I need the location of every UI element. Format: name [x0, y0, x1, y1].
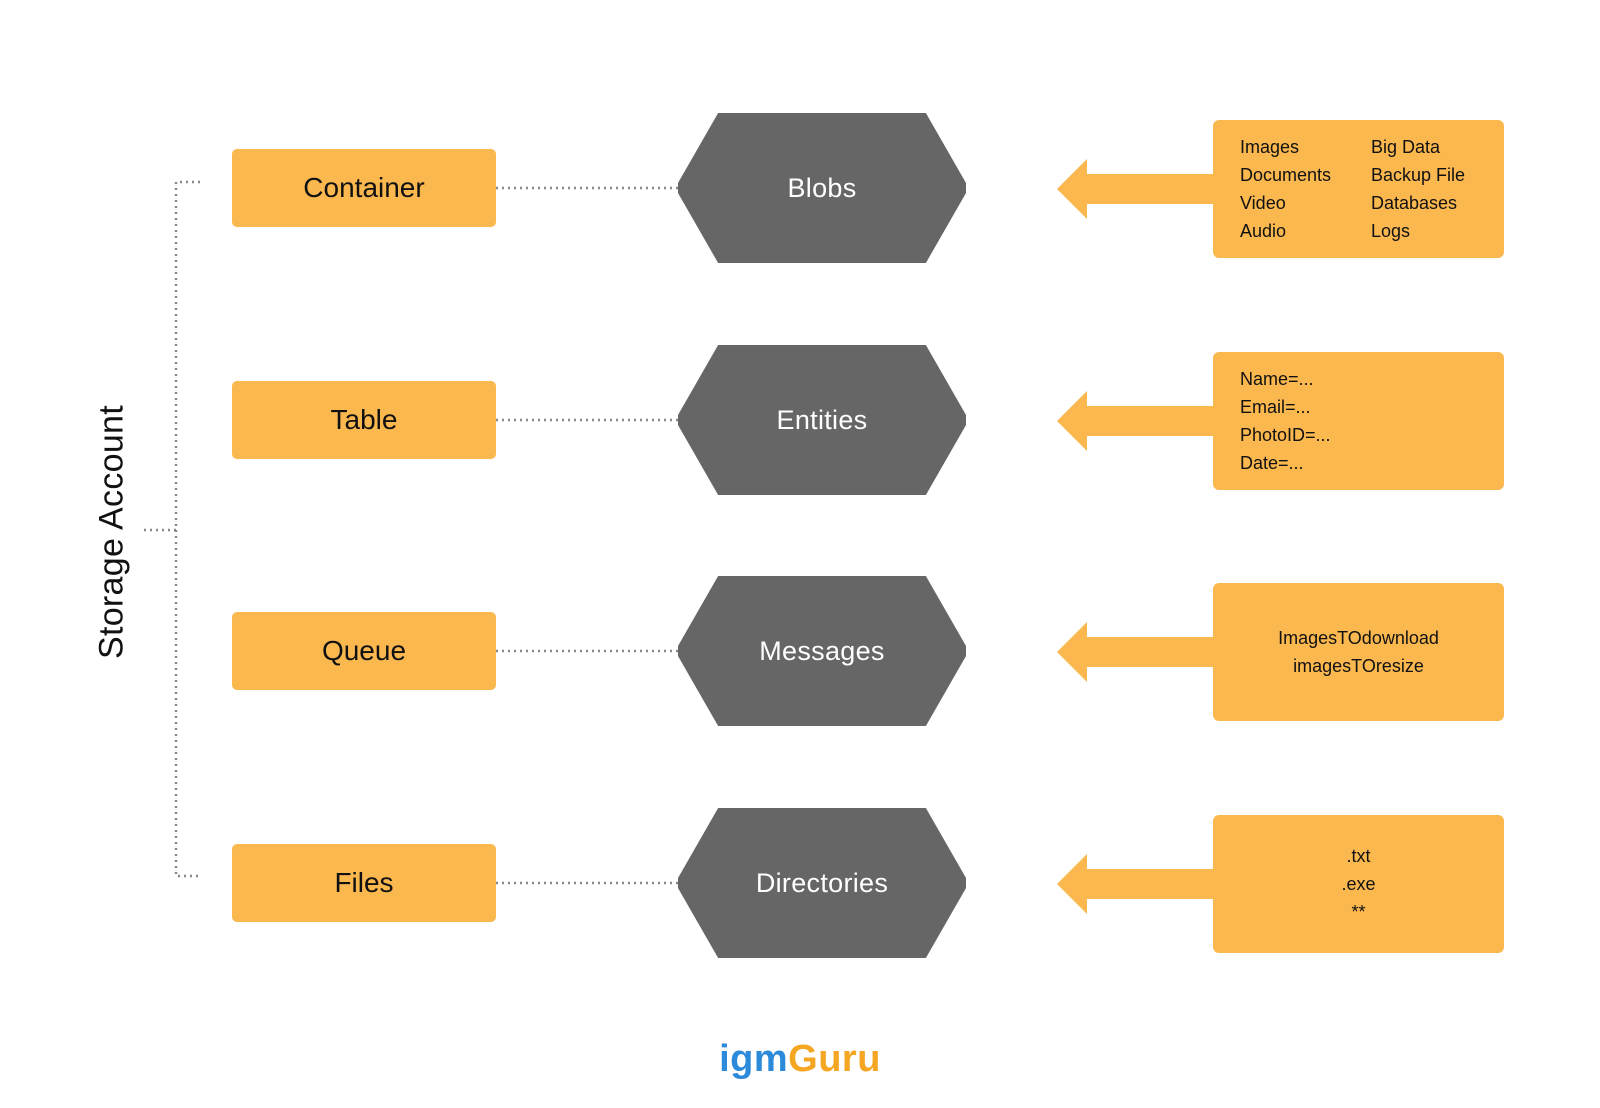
entities-examples-box: Name=... Email=... PhotoID=... Date=... — [1213, 352, 1504, 490]
blobs-hexagon: Blobs — [678, 113, 966, 263]
blob-example: Audio — [1240, 221, 1287, 241]
logo-part-igm: igm — [719, 1038, 789, 1080]
storage-account-label: Storage Account — [92, 404, 131, 660]
message-example: imagesTOresize — [1293, 656, 1424, 676]
entities-label: Entities — [776, 404, 868, 435]
blob-example: Logs — [1371, 221, 1411, 241]
blob-example: Databases — [1371, 193, 1458, 213]
blob-example: Images — [1240, 137, 1300, 157]
blob-example: Video — [1240, 193, 1286, 213]
messages-label: Messages — [759, 635, 885, 666]
entity-example: Name=... — [1240, 369, 1314, 389]
blob-example: Documents — [1240, 165, 1332, 185]
entity-example: PhotoID=... — [1240, 425, 1331, 445]
blob-example: Backup File — [1371, 165, 1466, 185]
arrow-left-icon — [1057, 622, 1217, 682]
file-example: ** — [1351, 902, 1366, 922]
file-example: .exe — [1341, 874, 1376, 894]
entity-example: Date=... — [1240, 453, 1304, 473]
logo-part-guru: Guru — [788, 1038, 881, 1080]
entities-hexagon: Entities — [678, 345, 966, 495]
messages-hexagon: Messages — [678, 576, 966, 726]
blobs-label: Blobs — [787, 172, 857, 203]
container-box: Container — [232, 149, 496, 227]
arrow-left-icon — [1057, 391, 1217, 451]
queue-box: Queue — [232, 612, 496, 690]
blobs-examples-box: Images Big Data Documents Backup File Vi… — [1213, 120, 1504, 258]
entity-example: Email=... — [1240, 397, 1311, 417]
directories-hexagon: Directories — [678, 808, 966, 958]
files-box: Files — [232, 844, 496, 922]
directories-examples-box: .txt .exe ** — [1213, 815, 1504, 953]
directories-label: Directories — [755, 867, 889, 898]
igmguru-logo: igmGuru — [0, 1038, 1600, 1081]
messages-examples-box: ImagesTOdownload imagesTOresize — [1213, 583, 1504, 721]
blob-example: Big Data — [1371, 137, 1441, 157]
file-example: .txt — [1346, 846, 1371, 866]
table-box: Table — [232, 381, 496, 459]
arrow-left-icon — [1057, 854, 1217, 914]
storage-bracket — [174, 180, 200, 878]
arrow-left-icon — [1057, 159, 1217, 219]
message-example: ImagesTOdownload — [1278, 628, 1439, 648]
